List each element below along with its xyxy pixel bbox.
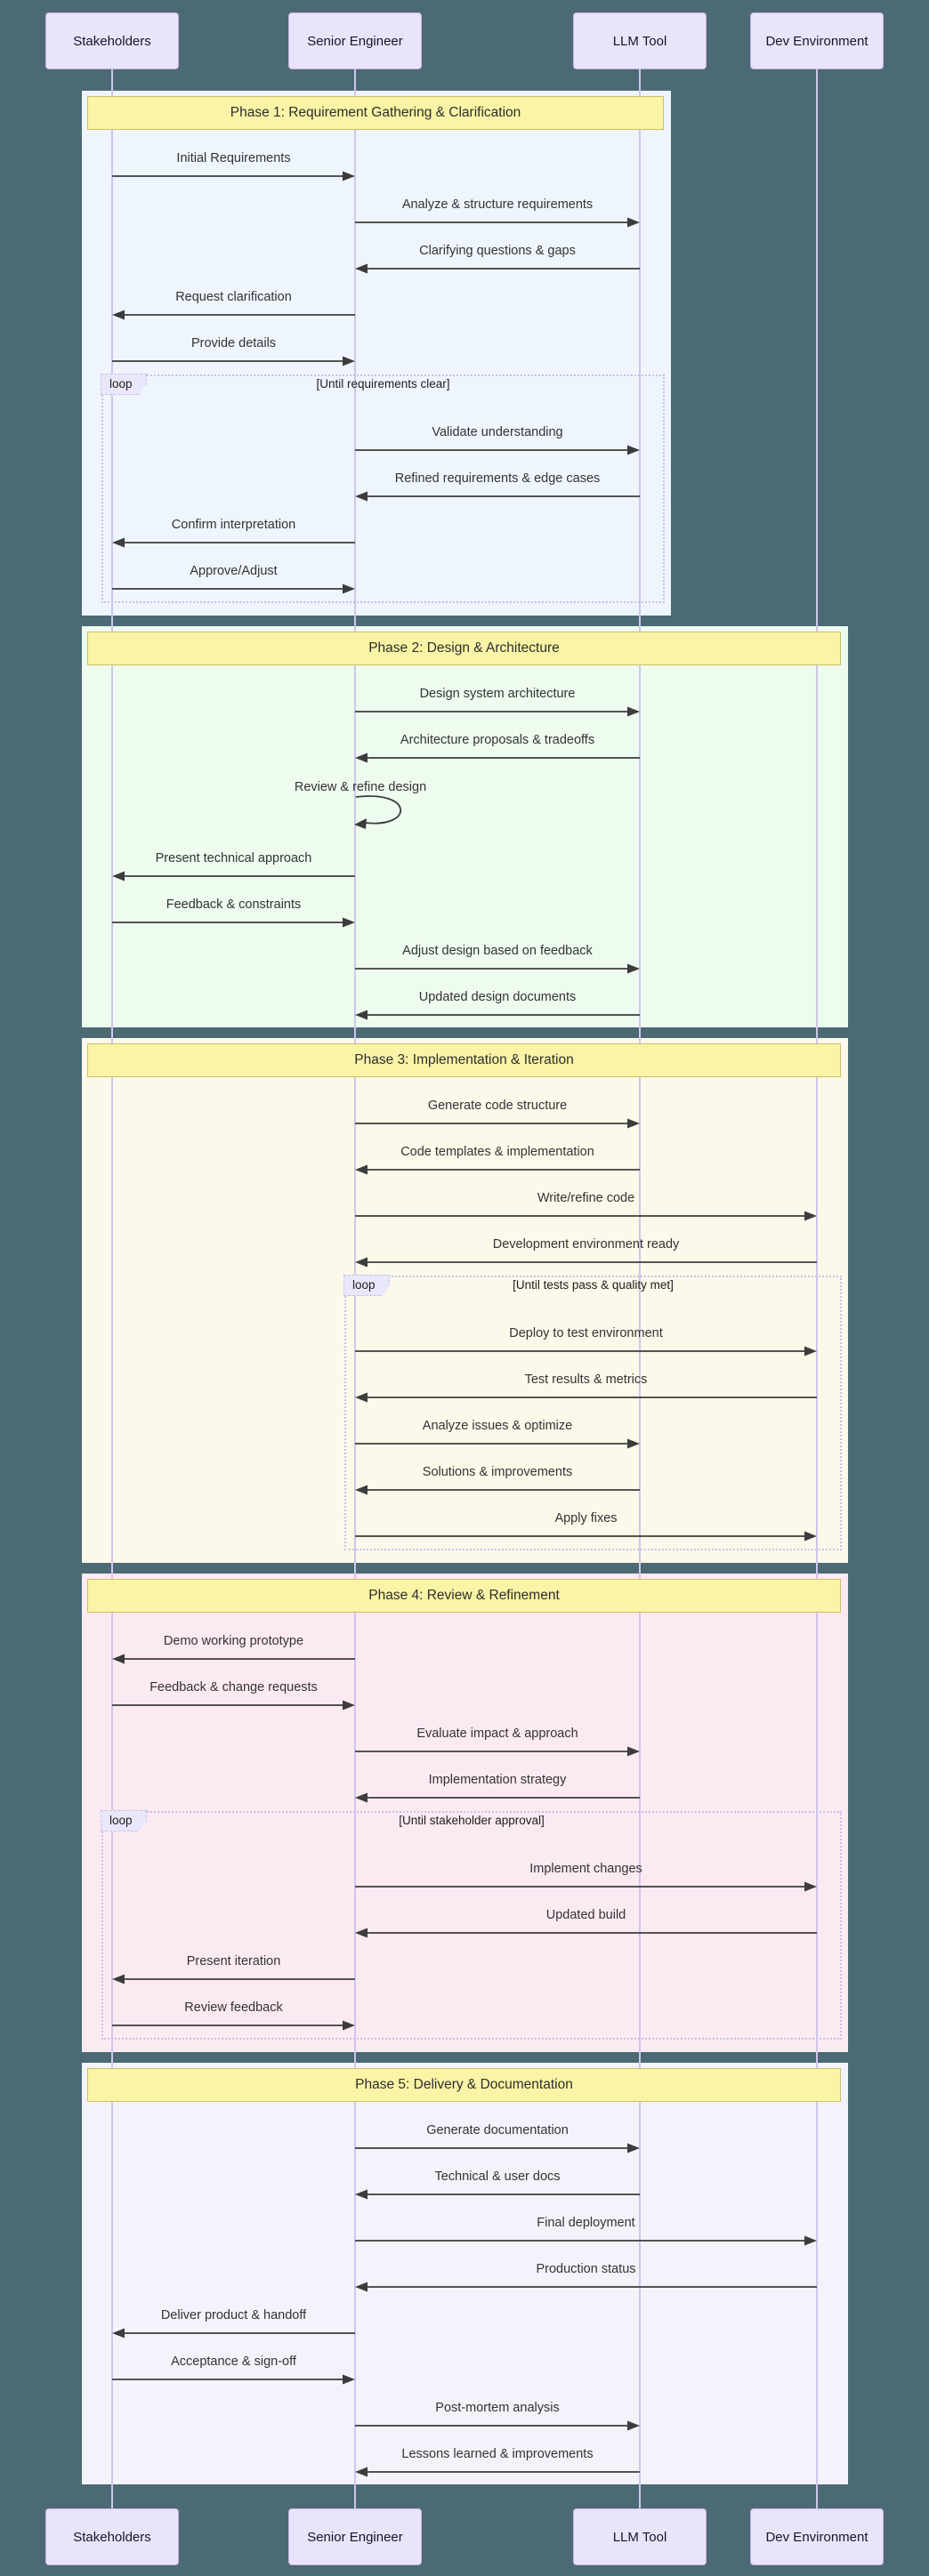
phase-5-rect — [82, 2063, 848, 2484]
message-label: Post-mortem analysis — [435, 2401, 560, 2415]
actor-stakeholders-top: Stakeholders — [45, 12, 179, 69]
message-label: Analyze issues & optimize — [422, 1419, 573, 1433]
message-label: Final deployment — [537, 2216, 635, 2230]
message-label: Validate understanding — [432, 425, 563, 439]
message-label: Initial Requirements — [176, 151, 291, 165]
message-label: Lessons learned & improvements — [401, 2447, 594, 2461]
message-label: Technical & user docs — [434, 2169, 561, 2184]
loop-label: loop — [101, 374, 147, 395]
actor-stakeholders-bottom: Stakeholders — [45, 2508, 179, 2565]
message-label: Analyze & structure requirements — [401, 197, 594, 212]
phase-1-rect — [82, 91, 671, 616]
message-label: Present technical approach — [155, 851, 312, 865]
message-label: Architecture proposals & tradeoffs — [400, 733, 595, 747]
loop-label: loop — [101, 1810, 147, 1831]
message-label: Write/refine code — [537, 1191, 635, 1205]
message-label: Implementation strategy — [428, 1773, 567, 1787]
message-label: Updated build — [545, 1908, 626, 1922]
phase-5-title: Phase 5: Delivery & Documentation — [87, 2068, 841, 2102]
message-label: Design system architecture — [419, 687, 576, 701]
actor-dev-bottom: Dev Environment — [750, 2508, 884, 2565]
phase-4-rect — [82, 1574, 848, 2052]
lifeline-llm — [639, 69, 641, 2508]
message-label: Test results & metrics — [524, 1373, 648, 1387]
lifeline-dev — [816, 69, 818, 2508]
message-label: Request clarification — [175, 290, 292, 304]
phase-4-title: Phase 4: Review & Refinement — [87, 1579, 841, 1613]
phase-2-rect — [82, 626, 848, 1027]
message-label: Production status — [536, 2262, 636, 2276]
phase-3-title: Phase 3: Implementation & Iteration — [87, 1043, 841, 1077]
actor-dev-top: Dev Environment — [750, 12, 884, 69]
loop-box — [344, 1276, 842, 1550]
message-label: Review & refine design — [294, 780, 427, 794]
lifeline-stakeholders — [111, 69, 113, 2508]
message-label: Deliver product & handoff — [160, 2308, 307, 2322]
message-label: Provide details — [190, 336, 277, 350]
loop-condition: [Until stakeholder approval] — [399, 1814, 545, 1827]
phase-1-title: Phase 1: Requirement Gathering & Clarifi… — [87, 96, 664, 130]
message-label: Feedback & change requests — [149, 1680, 318, 1695]
loop-condition: [Until tests pass & quality met] — [513, 1278, 674, 1292]
message-label: Adjust design based on feedback — [402, 944, 593, 958]
loop-box — [101, 374, 665, 603]
message-label: Feedback & constraints — [166, 898, 302, 912]
actor-llm-top: LLM Tool — [573, 12, 707, 69]
message-label: Refined requirements & edge cases — [394, 471, 601, 486]
message-label: Generate documentation — [426, 2123, 569, 2137]
message-label: Review feedback — [184, 2000, 283, 2015]
message-label: Updated design documents — [418, 990, 577, 1004]
message-label: Demo working prototype — [163, 1634, 304, 1648]
message-label: Implement changes — [529, 1862, 642, 1876]
loop-label: loop — [343, 1275, 390, 1296]
loop-condition: [Until requirements clear] — [316, 377, 450, 390]
phase-3-rect — [82, 1038, 848, 1563]
message-label: Confirm interpretation — [171, 518, 296, 532]
message-label: Clarifying questions & gaps — [419, 244, 576, 258]
phase-2-title: Phase 2: Design & Architecture — [87, 632, 841, 665]
message-label: Approve/Adjust — [190, 564, 278, 578]
message-label: Evaluate impact & approach — [416, 1727, 578, 1741]
message-label: Generate code structure — [427, 1099, 568, 1113]
message-label: Apply fixes — [554, 1511, 618, 1525]
message-label: Development environment ready — [492, 1237, 680, 1252]
loop-box — [101, 1811, 842, 2040]
message-label: Present iteration — [186, 1954, 281, 1968]
message-label: Deploy to test environment — [509, 1326, 663, 1340]
message-label: Acceptance & sign-off — [171, 2355, 296, 2369]
actor-llm-bottom: LLM Tool — [573, 2508, 707, 2565]
message-label: Solutions & improvements — [422, 1465, 573, 1479]
actor-engineer-bottom: Senior Engineer — [288, 2508, 422, 2565]
message-label: Code templates & implementation — [400, 1145, 594, 1159]
actor-engineer-top: Senior Engineer — [288, 12, 422, 69]
